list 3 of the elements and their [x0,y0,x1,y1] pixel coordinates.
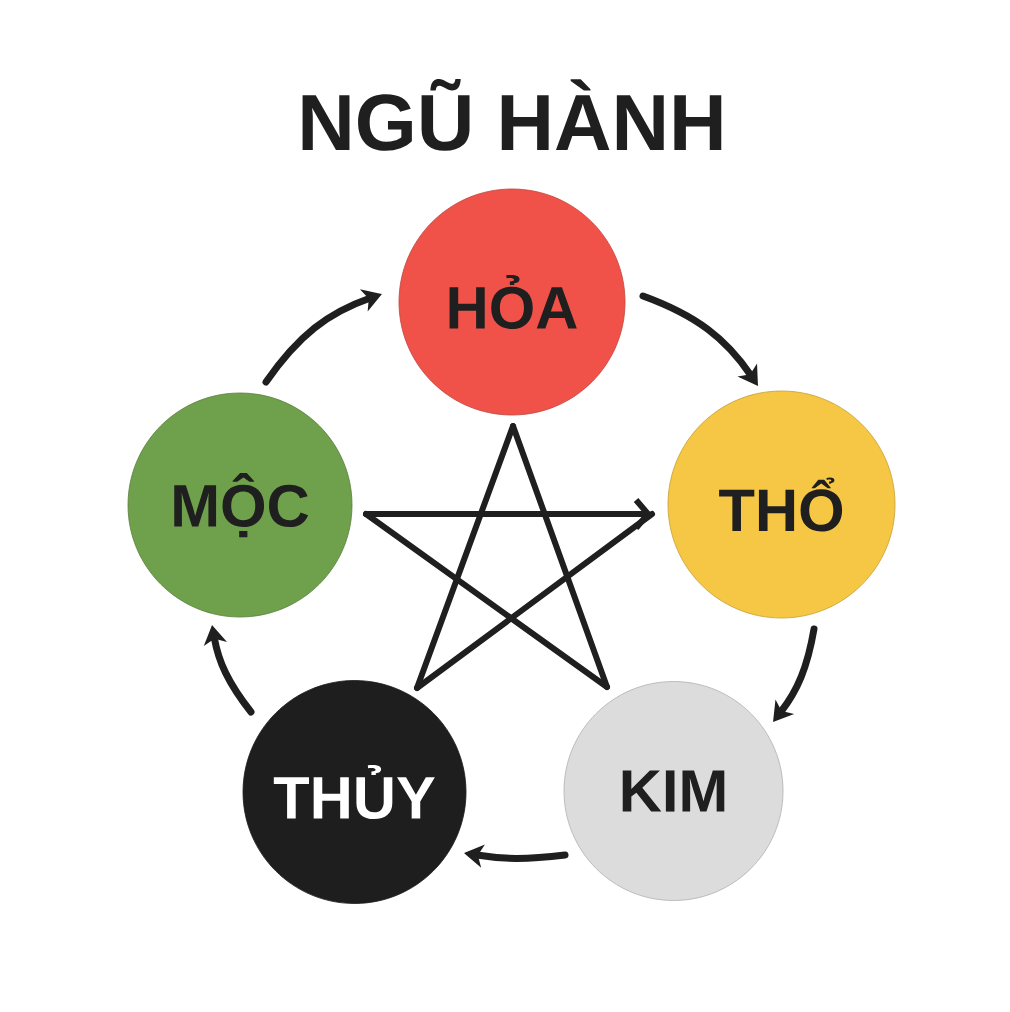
title: NGŨ HÀNH [302,79,722,151]
star-line [363,511,610,690]
curved-arrow [773,625,818,722]
